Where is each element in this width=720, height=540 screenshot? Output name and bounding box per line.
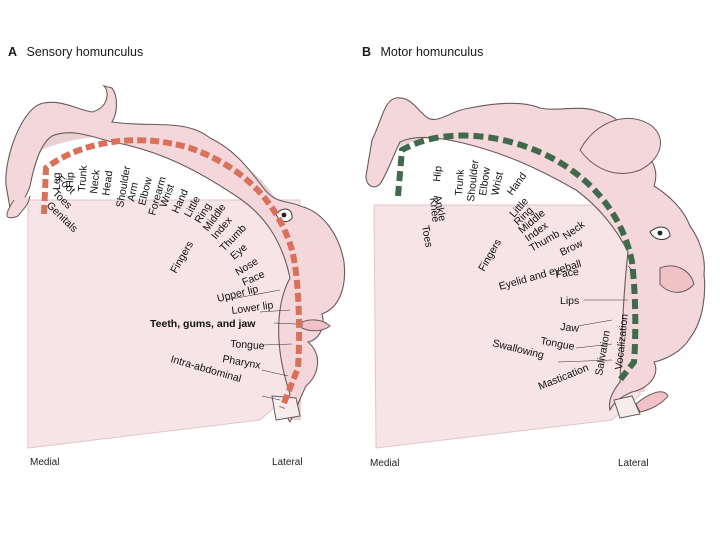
sensory-pupil <box>282 213 287 218</box>
sensory-lips <box>302 320 330 331</box>
motor-cortex-section <box>374 205 640 448</box>
motor-medial-label: Medial <box>370 458 399 469</box>
motor-panel: B Motor homunculus Hip Knee Trunk Should… <box>362 45 705 469</box>
sensory-lateral-label: Lateral <box>272 457 303 468</box>
sensory-label: Tongue <box>230 338 265 352</box>
motor-panel-title: B Motor homunculus <box>362 45 483 59</box>
motor-pupil <box>658 231 663 236</box>
sensory-panel: A Sensory homunculus Leg Hip Trunk Neck … <box>6 45 345 468</box>
motor-tongue <box>636 392 668 412</box>
sensory-panel-title: A Sensory homunculus <box>8 45 143 59</box>
motor-label: Lips <box>560 295 579 307</box>
motor-panel-letter: B <box>362 45 371 59</box>
motor-panel-heading: Motor homunculus <box>381 45 484 59</box>
sensory-panel-letter: A <box>8 45 17 59</box>
motor-lateral-label: Lateral <box>618 458 649 469</box>
sensory-panel-heading: Sensory homunculus <box>27 45 144 59</box>
motor-label: Trunk <box>453 168 467 196</box>
motor-label: Hip <box>431 165 445 182</box>
sensory-label: Teeth, gums, and jaw <box>150 318 256 330</box>
motor-label: Hand <box>505 170 530 197</box>
motor-label: Jaw <box>560 321 580 335</box>
sensory-label: Head <box>100 170 115 197</box>
sensory-medial-label: Medial <box>30 457 59 468</box>
